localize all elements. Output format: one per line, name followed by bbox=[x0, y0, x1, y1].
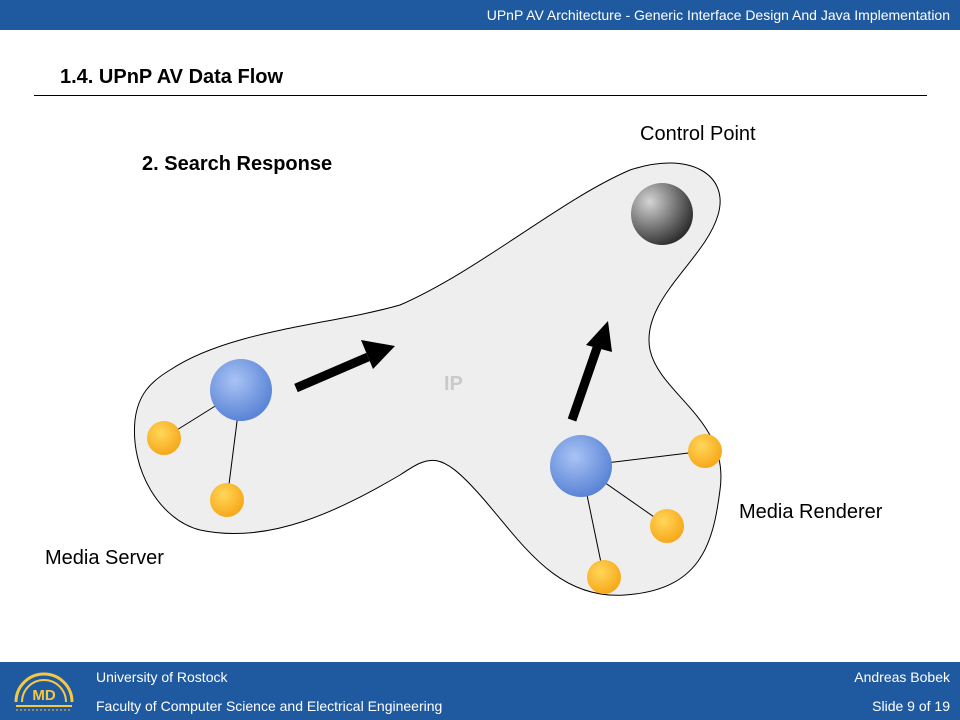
ip-label: IP bbox=[444, 373, 463, 395]
media-server-label: Media Server bbox=[45, 547, 164, 569]
server-service bbox=[147, 421, 181, 455]
logo-text: MD bbox=[32, 687, 55, 704]
university-logo: MD bbox=[14, 672, 74, 711]
header-bar: UPnP AV Architecture - Generic Interface… bbox=[0, 0, 960, 30]
search-response-arrow bbox=[294, 340, 395, 393]
renderer-service bbox=[688, 434, 722, 468]
presentation-title: UPnP AV Architecture - Generic Interface… bbox=[486, 7, 950, 23]
renderer-service bbox=[587, 560, 621, 594]
faculty-name: Faculty of Computer Science and Electric… bbox=[96, 698, 443, 714]
title-divider bbox=[34, 95, 927, 96]
university-name: University of Rostock bbox=[96, 669, 228, 685]
response-to-control-point-arrow bbox=[567, 321, 612, 422]
section-title: 1.4. UPnP AV Data Flow bbox=[60, 66, 284, 88]
server-service bbox=[210, 483, 244, 517]
step-title: 2. Search Response bbox=[142, 153, 333, 175]
media-renderer-device bbox=[550, 435, 612, 497]
slide-number: Slide 9 of 19 bbox=[872, 698, 950, 714]
media-renderer-label: Media Renderer bbox=[739, 501, 883, 523]
control-point-device bbox=[631, 183, 693, 245]
data-flow-diagram bbox=[133, 162, 722, 596]
footer-bar: MD University of Rostock Faculty of Comp… bbox=[0, 662, 960, 720]
renderer-service bbox=[650, 509, 684, 543]
media-server-device bbox=[210, 359, 272, 421]
control-point-label: Control Point bbox=[640, 123, 756, 145]
author-name: Andreas Bobek bbox=[854, 669, 950, 685]
